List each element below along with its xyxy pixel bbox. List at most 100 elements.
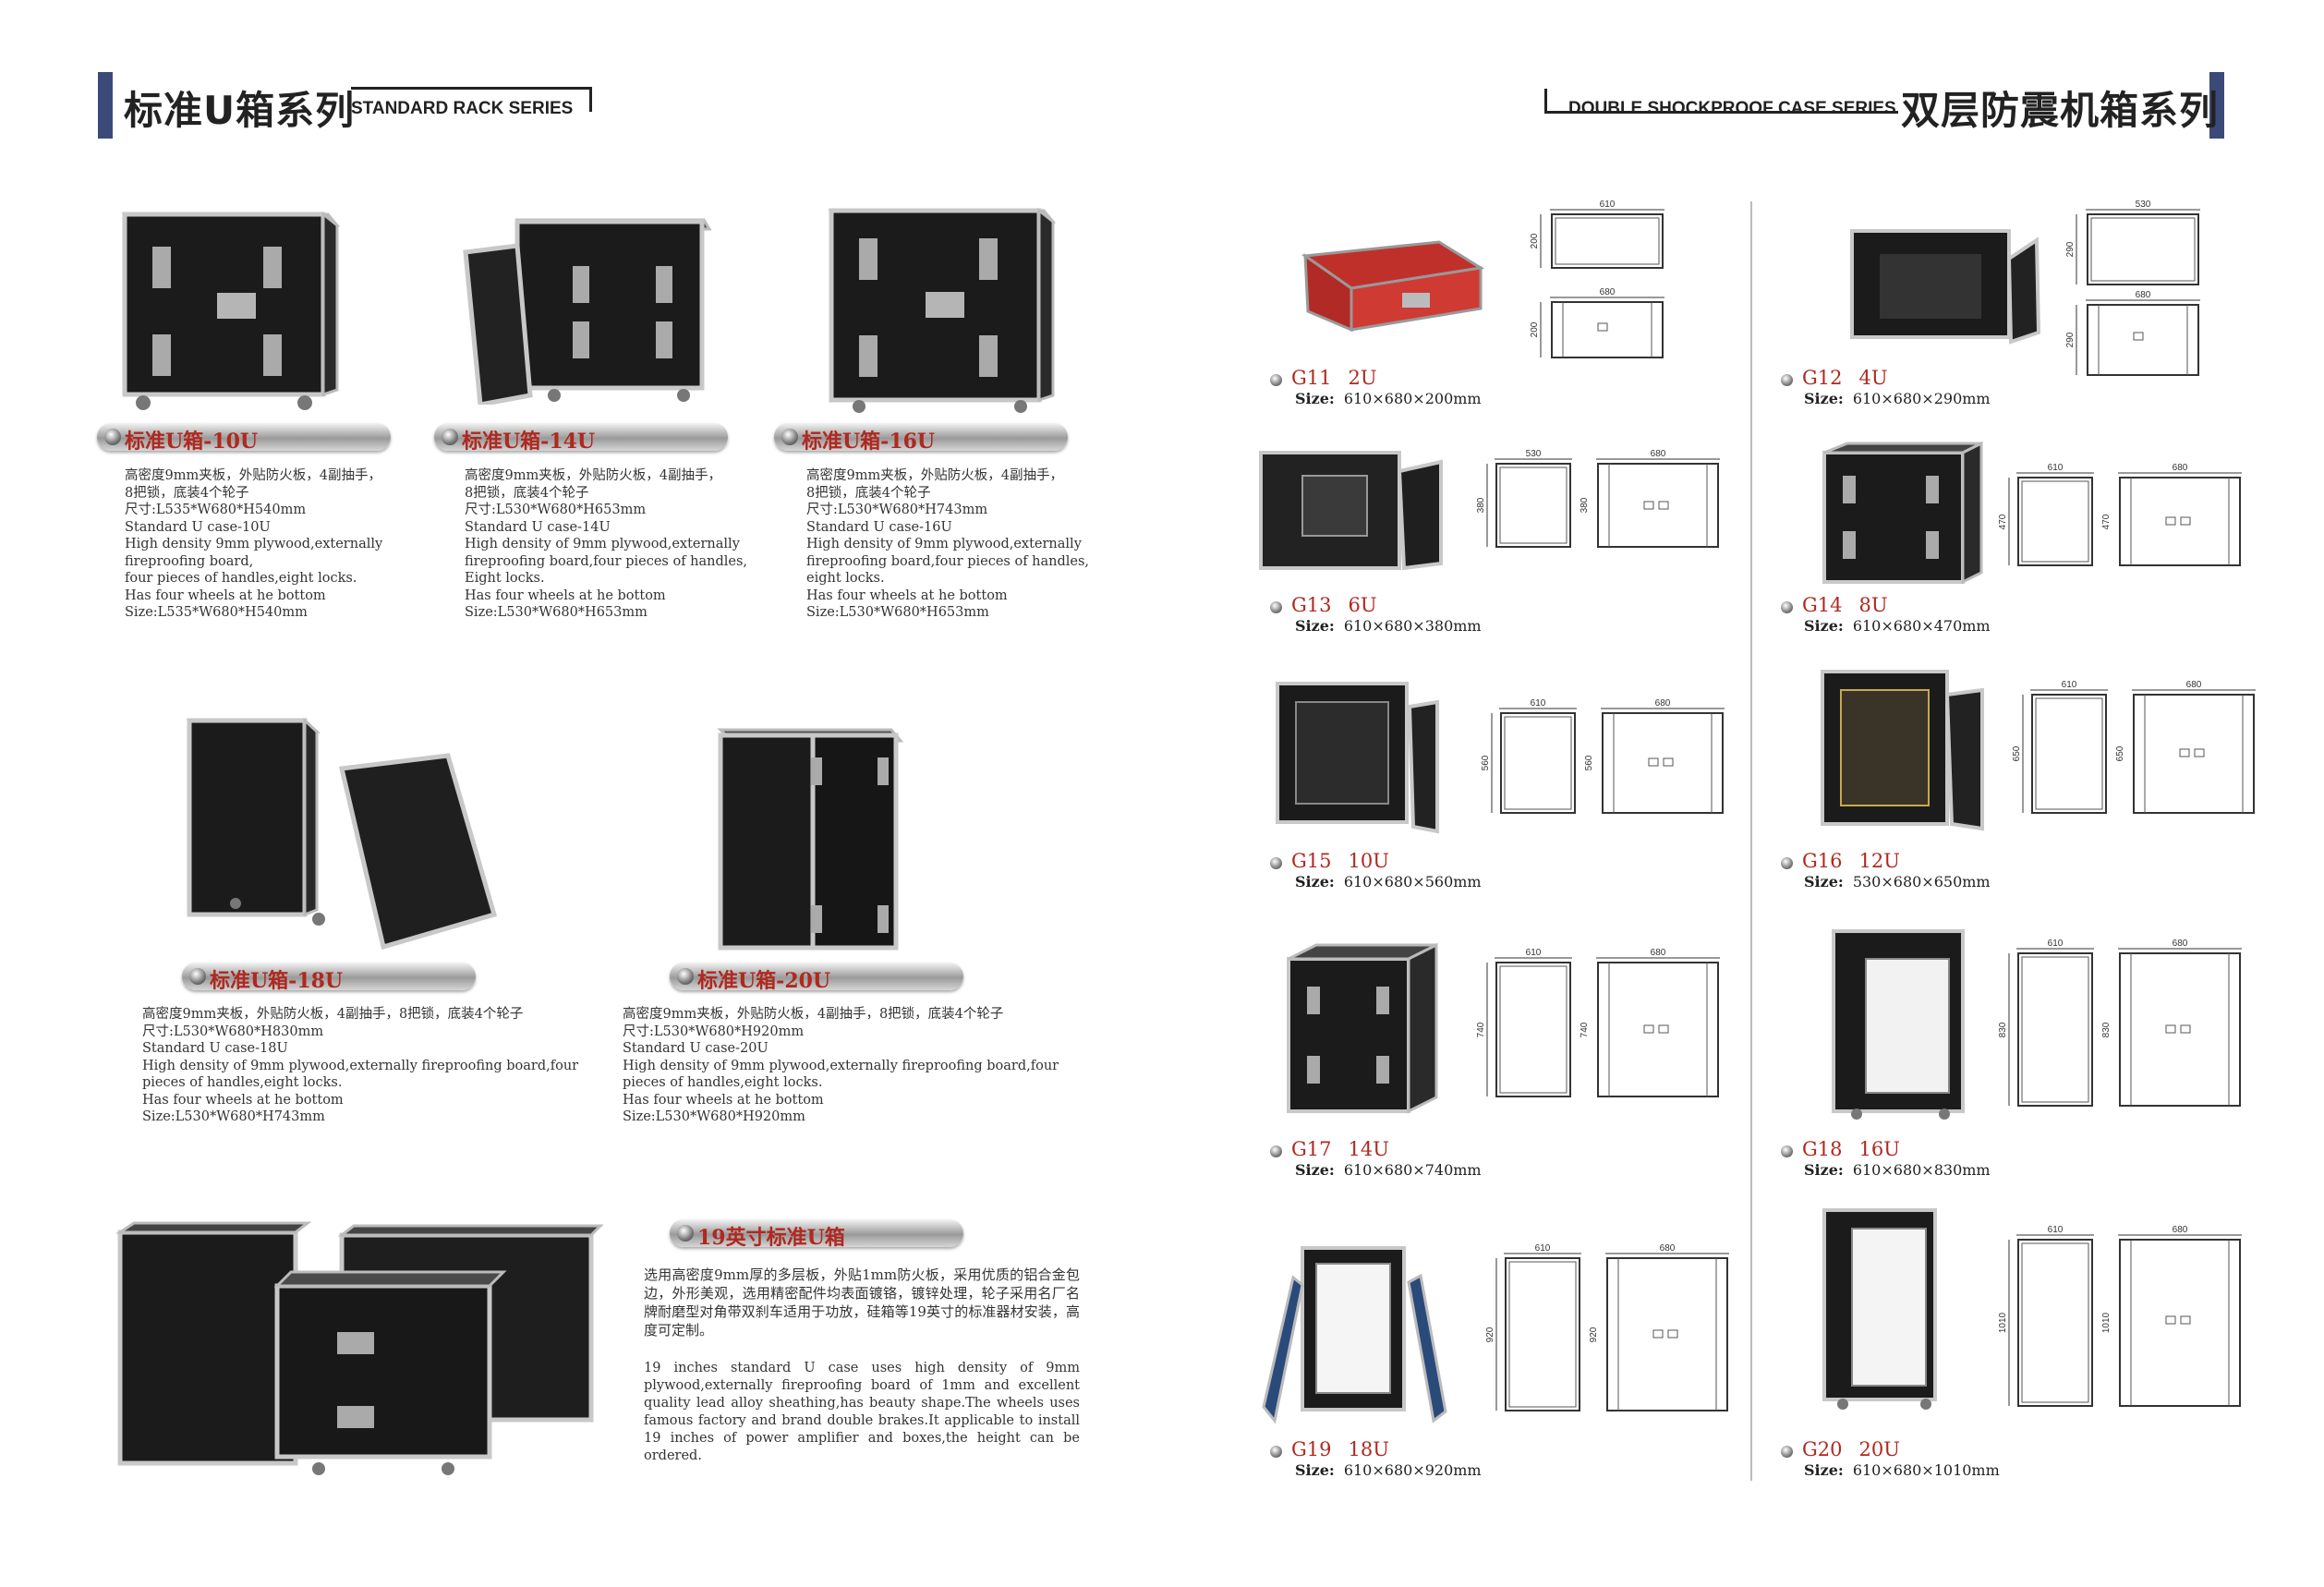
case-desc-14u: 高密度9mm夹板，外贴防火板，4副抽手， 8把锁，底装4个轮子 尺寸:L530*… <box>465 467 747 622</box>
model-diagram-g15: 610 560 680 560 <box>1481 698 1725 814</box>
dim-width-front: 530 <box>2136 200 2151 210</box>
dim-width-front: 610 <box>1526 948 1542 958</box>
dim-width-side: 680 <box>1651 948 1666 958</box>
model-photo-g14 <box>1822 441 1983 585</box>
size-prefix: Size: <box>1804 617 1844 635</box>
inch19-label-pill: 19英寸标准U箱 <box>670 1219 963 1250</box>
model-u: 16U <box>1858 1138 1900 1160</box>
dim-height-front: 560 <box>1481 755 1491 770</box>
desc-line: Has four wheels at he bottom <box>125 588 326 603</box>
dim-height-side: 380 <box>1580 497 1590 513</box>
model-diagram-g17: 610 740 680 740 <box>1476 948 1720 1097</box>
model-code: G11 <box>1291 367 1332 389</box>
left-header-bar <box>98 72 113 139</box>
model-photo-g11 <box>1301 240 1485 333</box>
dim-width-side: 680 <box>1655 698 1671 709</box>
dim-width-side: 680 <box>2173 1225 2188 1235</box>
dim-width-front: 610 <box>2062 680 2077 690</box>
model-size-g11: Size: 610×680×200mm <box>1295 390 1482 407</box>
model-diagram-g18: 610 830 680 830 <box>1998 939 2242 1107</box>
size-value: 610×680×200mm <box>1343 390 1482 407</box>
model-u: 14U <box>1348 1138 1389 1160</box>
bullet-icon <box>1270 601 1282 613</box>
desc-line: 尺寸:L530*W680*H830mm <box>142 1024 324 1039</box>
inch19-label: 19英寸标准U箱 <box>697 1226 845 1250</box>
size-value: 610×680×290mm <box>1852 390 1991 407</box>
bullet-icon <box>1270 1446 1282 1458</box>
desc-line: pieces of handles,eight locks. <box>142 1075 343 1090</box>
inch19-paragraph-cn: 选用高密度9mm厚的多层板，外贴1mm防火板，采用优质的铝合金包边，外形美观，选… <box>644 1266 1080 1339</box>
model-u: 8U <box>1858 594 1888 616</box>
dim-width-front: 610 <box>1531 698 1546 709</box>
desc-line: Has four wheels at he bottom <box>623 1092 824 1108</box>
right-header-bracket <box>1544 89 1898 114</box>
model-diagram-g20: 610 1010 680 1010 <box>1998 1225 2242 1407</box>
desc-line: Eight locks. <box>465 571 545 586</box>
column-divider <box>1750 201 1752 1481</box>
model-u: 12U <box>1858 850 1900 872</box>
desc-line: High density of 9mm plywood,externally <box>806 537 1082 551</box>
size-value: 610×680×740mm <box>1343 1161 1482 1179</box>
case-photo-20u <box>717 728 904 951</box>
model-photo-g19 <box>1262 1246 1447 1424</box>
case-photo-16u <box>828 207 1057 413</box>
desc-line: 高密度9mm夹板，外贴防火板，4副抽手， <box>465 468 721 483</box>
desc-line: 尺寸:L530*W680*H653mm <box>465 503 647 517</box>
case-photo-10u <box>121 211 341 410</box>
dim-height-front: 380 <box>1476 497 1486 513</box>
desc-line: Standard U case-16U <box>806 519 952 535</box>
model-u: 2U <box>1348 367 1377 389</box>
dim-height-front: 200 <box>1530 233 1540 248</box>
desc-line: 高密度9mm夹板，外贴防火板，4副抽手，8把锁，底装4个轮子 <box>623 1007 1004 1022</box>
model-label-g11: G11 2U <box>1270 367 1377 389</box>
case-desc-18u: 高密度9mm夹板，外贴防火板，4副抽手，8把锁，底装4个轮子 尺寸:L530*W… <box>142 1006 578 1126</box>
model-photo-g15 <box>1276 682 1439 834</box>
case-group-photo-19inch <box>115 1221 604 1475</box>
desc-line: fireproofing board,four pieces of handle… <box>465 553 748 569</box>
inch19-paragraph-en: 19 inches standard U case uses high dens… <box>644 1361 1080 1463</box>
model-code: G12 <box>1802 367 1843 389</box>
model-diagram-g13: 530 380 680 380 <box>1476 449 1720 548</box>
size-value: 610×680×830mm <box>1852 1161 1991 1179</box>
bullet-icon <box>677 968 694 985</box>
model-size-g14: Size:610×680×470mm <box>1804 617 1991 635</box>
desc-line: Standard U case-10U <box>125 519 271 535</box>
size-prefix: Size: <box>1804 1161 1844 1179</box>
case-label-20u: 标准U箱-20U <box>697 969 831 993</box>
dim-width-side: 680 <box>2173 939 2188 949</box>
dim-height-side: 1010 <box>2101 1312 2112 1333</box>
dim-height-side: 290 <box>2065 332 2076 347</box>
desc-line: Size:L530*W680*H653mm <box>806 605 989 620</box>
model-diagram-g12: 530 290 680 290 <box>2065 200 2200 376</box>
desc-line: 8把锁，底装4个轮子 <box>465 485 589 501</box>
dim-width-front: 610 <box>1600 200 1616 210</box>
size-prefix: Size: <box>1295 390 1335 407</box>
dim-width-front: 610 <box>2048 463 2064 473</box>
model-size-g17: Size:610×680×740mm <box>1295 1161 1482 1179</box>
model-size-g12: Size:610×680×290mm <box>1804 390 1991 407</box>
desc-line: fireproofing board, <box>125 553 254 569</box>
dim-height-front: 470 <box>1998 514 2008 529</box>
desc-line: eight locks. <box>806 571 885 586</box>
dim-width-side: 680 <box>1651 449 1666 459</box>
desc-line: 8把锁，底装4个轮子 <box>125 485 249 501</box>
dim-height-side: 650 <box>2115 745 2125 761</box>
model-photo-g18 <box>1832 929 1965 1120</box>
dim-height-side: 920 <box>1589 1327 1599 1342</box>
desc-line: 高密度9mm夹板，外贴防火板，4副抽手， <box>806 468 1063 483</box>
desc-line: 尺寸:L535*W680*H540mm <box>125 503 307 517</box>
left-header-title-cn: 标准U箱系列 <box>124 88 356 133</box>
bullet-icon <box>1781 1145 1793 1157</box>
model-photo-g17 <box>1287 942 1438 1114</box>
bullet-icon <box>1270 374 1282 386</box>
desc-line: fireproofing board,four pieces of handle… <box>806 553 1090 569</box>
left-header-bracket <box>351 87 592 112</box>
desc-line: High density of 9mm plywood,externally <box>465 537 740 551</box>
size-prefix: Size: <box>1804 873 1844 890</box>
case-label-pill-16u: 标准U箱-16U <box>774 423 1068 454</box>
right-header-bar <box>2209 72 2224 139</box>
